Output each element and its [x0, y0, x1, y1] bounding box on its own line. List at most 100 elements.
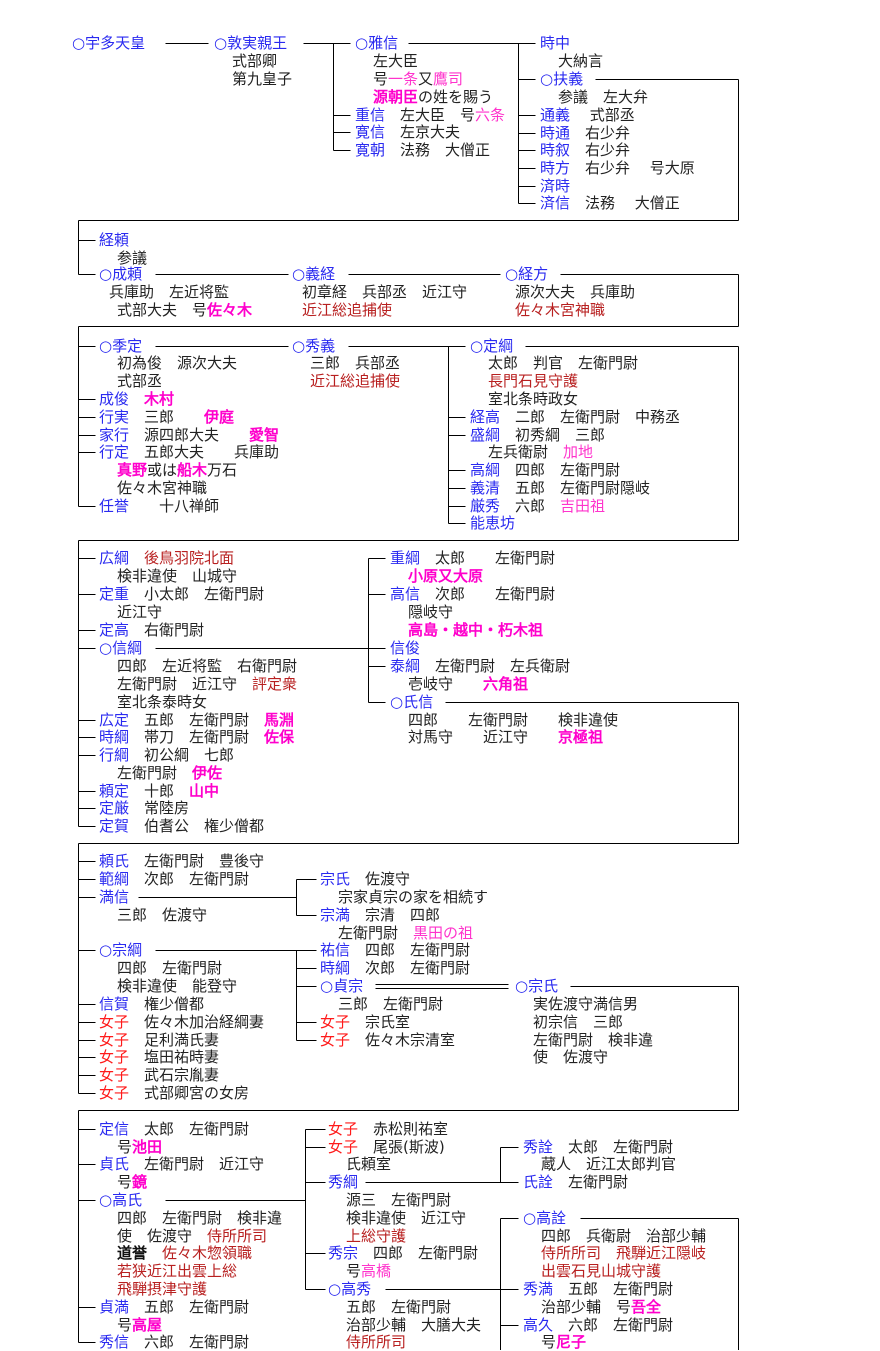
genealogy-entry: 四郎 左衛門尉 検非違	[117, 1209, 282, 1227]
genealogy-entry: 秀信 六郎 左衛門尉	[99, 1333, 249, 1351]
genealogy-entry: ○氏信	[390, 693, 433, 711]
person-note: の姓を賜う	[418, 88, 494, 106]
genealogy-entry: 泰綱 左衛門尉 左兵衛尉	[390, 657, 570, 675]
genealogy-entry: 左衛門尉 近江守 評定衆	[117, 675, 297, 693]
person-note: 初宗信 三郎	[533, 1013, 624, 1031]
genealogy-entry: 頼定 十郎 山中	[99, 782, 219, 800]
genealogy-entry: 四郎 左近将監 右衛門尉	[117, 657, 297, 675]
person-name: 能恵坊	[470, 514, 516, 532]
person-note	[129, 549, 144, 567]
genealogy-entry: ○季定	[99, 337, 142, 355]
person-note: 太郎 左衛門尉	[420, 549, 556, 567]
person-note: 四郎 左衛門尉 検非違使	[408, 711, 619, 729]
clan-name-note: 伊庭	[204, 408, 235, 426]
office-note: 若狭近江出雲上総	[117, 1262, 238, 1280]
person-note: 五郎大夫 兵庫助	[129, 443, 280, 461]
person-note: 左衛門尉 豊後守	[129, 852, 265, 870]
person-note: 初秀綱 三郎	[500, 426, 606, 444]
clan-name-note: 高屋	[132, 1316, 163, 1334]
genealogy-entry: 近江総追捕使	[302, 301, 392, 319]
clan-name-note: 佐保	[264, 728, 295, 746]
genealogy-entry: 寛朝 法務 大僧正	[355, 141, 490, 159]
person-note: 十郎	[129, 782, 190, 800]
person-note: 右少弁 号大原	[570, 159, 695, 177]
genealogy-entry: 女子 佐々木加治経綱妻	[99, 1013, 264, 1031]
person-note: 三郎 左衛門尉	[338, 995, 444, 1013]
genealogy-entry: ○定綱	[470, 337, 513, 355]
person-note: 四郎 左衛門尉	[358, 1244, 479, 1262]
person-name: ○宗氏	[515, 977, 559, 995]
person-note: 式部卿宮の女房	[129, 1084, 250, 1102]
genealogy-entry: 家行 源四郎大夫 愛智	[99, 426, 279, 444]
genealogy-entry: 広定 五郎 左衛門尉 馬淵	[99, 711, 294, 729]
genealogy-entry: 重信 左大臣 号六条	[355, 106, 505, 124]
genealogy-entry: 貞満 五郎 左衛門尉	[99, 1298, 249, 1316]
genealogy-entry: 真野或は船木万石	[117, 461, 237, 479]
office-note: 評定衆	[252, 675, 298, 693]
genealogy-entry: ○宗氏	[515, 977, 558, 995]
person-name: 高信	[390, 585, 421, 603]
person-note: 室北条泰時女	[117, 693, 208, 711]
person-note: 源四郎大夫	[129, 426, 250, 444]
person-name: ○定綱	[470, 337, 514, 355]
person-name: 氏詮	[523, 1173, 554, 1191]
genealogy-entry: 経頼	[99, 231, 129, 249]
genealogy-entry: 出雲石見山城守護	[541, 1262, 661, 1280]
genealogy-entry: 済信 法務 大僧正	[540, 194, 680, 212]
person-name: ○扶義	[540, 70, 584, 88]
genealogy-entry: 定信 太郎 左衛門尉	[99, 1120, 249, 1138]
genealogy-entry: 氏頼室	[346, 1155, 391, 1173]
person-note: 法務 大僧正	[385, 141, 491, 159]
person-note: 佐々木宮神職	[117, 479, 208, 497]
genealogy-entry: 行定 五郎大夫 兵庫助	[99, 443, 279, 461]
person-note: 室北条時政女	[488, 390, 579, 408]
person-name: 信俊	[390, 639, 421, 657]
genealogy-entry: 信俊	[390, 639, 420, 657]
genealogy-entry: 女子 尾張(斯波)	[328, 1138, 445, 1156]
person-note: 武石宗胤妻	[129, 1066, 220, 1084]
person-note: 宗氏室	[350, 1013, 411, 1031]
person-name: 女子	[328, 1138, 359, 1156]
genealogy-entry: 成俊 木村	[99, 390, 174, 408]
person-note: 足利満氏妻	[129, 1031, 220, 1049]
person-note: 小太郎 左衛門尉	[129, 585, 265, 603]
person-name: 貞氏	[99, 1155, 130, 1173]
person-name: 行綱	[99, 746, 130, 764]
clan-name-note: 愛智	[249, 426, 280, 444]
genealogy-entry: 侍所所司	[346, 1333, 406, 1351]
genealogy-entry: 初為俊 源次大夫	[117, 354, 237, 372]
person-name: 高綱	[470, 461, 501, 479]
person-name: 時中	[540, 34, 571, 52]
genealogy-entry: 治部少輔 大膳大夫	[346, 1316, 481, 1334]
genealogy-entry: 三郎 佐渡守	[117, 906, 207, 924]
person-name: 定高	[99, 621, 130, 639]
person-note: 号	[117, 1173, 133, 1191]
genealogy-entry: 左衛門尉 伊佐	[117, 764, 222, 782]
person-name: ○高詮	[523, 1209, 567, 1227]
person-name: 女子	[99, 1084, 130, 1102]
office-note: 佐々木宮神職	[515, 301, 606, 319]
person-note: 検非違使 近江守	[346, 1209, 467, 1227]
genealogy-entry: 高久 六郎 左衛門尉	[523, 1316, 673, 1334]
genealogy-entry: 秀満 五郎 左衛門尉	[523, 1280, 673, 1298]
genealogy-entry: 盛綱 初秀綱 三郎	[470, 426, 605, 444]
genealogy-entry: 秀綱	[328, 1173, 358, 1191]
person-name: ○義経	[292, 265, 336, 283]
person-note: 五郎 左衛門尉	[553, 1280, 674, 1298]
genealogy-entry: 四郎 左衛門尉 検非違使	[408, 711, 618, 729]
genealogy-entry: 済時	[540, 177, 570, 195]
person-name: 女子	[99, 1013, 130, 1031]
genealogy-entry: 時中	[540, 34, 570, 52]
person-name: 任誉	[99, 497, 130, 515]
office-note: 飛騨摂津守護	[117, 1280, 208, 1298]
genealogy-entry: 壱岐守 六角祖	[408, 675, 528, 693]
genealogy-entry: 号池田	[117, 1138, 162, 1156]
genealogy-entry: 広綱 後鳥羽院北面	[99, 549, 234, 567]
person-note: 四郎 左衛門尉	[350, 941, 471, 959]
genealogy-entry: 飛騨摂津守護	[117, 1280, 207, 1298]
genealogy-entry: 経高 二郎 左衛門尉 中務丞	[470, 408, 680, 426]
person-note: 左衛門尉	[553, 1173, 629, 1191]
person-name: ○経方	[505, 265, 549, 283]
person-name: 泰綱	[390, 657, 421, 675]
